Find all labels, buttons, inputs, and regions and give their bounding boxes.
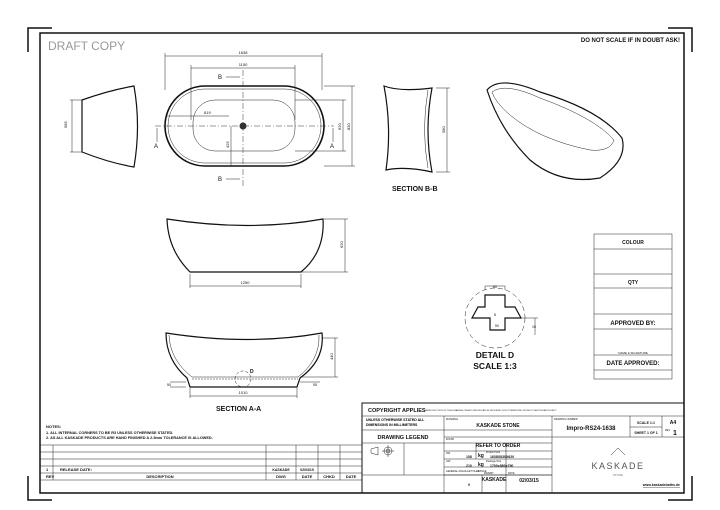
kaskade-logo: KASKADE STONE bbox=[591, 447, 644, 477]
drawing-date: 02/03/15 bbox=[519, 478, 539, 484]
rev-number: 1 bbox=[46, 467, 49, 472]
colour-label: COLOUR bbox=[622, 240, 644, 246]
name-signature-label: NAME & SIGNATURE bbox=[618, 351, 648, 355]
scale-value: SCALE 1:1 bbox=[637, 421, 655, 425]
note-item: 2. AS ALL KASKADE PRODUCTS ARE HAND FINI… bbox=[46, 436, 213, 440]
package-size-label: Package Size bbox=[486, 460, 502, 463]
package-size: 1700x880x790 bbox=[490, 464, 513, 468]
detail-dim-top: 80 bbox=[493, 285, 497, 289]
date-approved-label: DATE APPROVED: bbox=[606, 361, 659, 367]
detail-dim-side: 10 bbox=[532, 325, 536, 329]
header-chkd: CHKD bbox=[323, 474, 335, 479]
approval-panel: COLOUR QTY APPROVED BY: NAME & SIGNATURE… bbox=[593, 233, 673, 380]
waste-outlet bbox=[239, 122, 247, 130]
net-weight: 108 bbox=[466, 455, 472, 459]
detail-d-scale: SCALE 1:3 bbox=[473, 361, 517, 371]
product-size-label: Product Size bbox=[486, 451, 501, 454]
draft-copy-watermark: DRAFT COPY bbox=[48, 39, 125, 53]
copyright-note: REPRODUCTION OF THIS DRAWING OR ANY SPEC… bbox=[425, 409, 557, 412]
section-marker-b-bottom: B bbox=[218, 177, 222, 183]
detail-d-marker: D bbox=[250, 369, 254, 375]
weight-label: NW bbox=[446, 452, 451, 455]
product-size: 1638X830X620 bbox=[490, 455, 514, 459]
side-view: 1250 620 bbox=[166, 218, 348, 288]
detail-d: 80 8 50 10 DETAIL D SCALE 1:3 bbox=[464, 285, 538, 371]
sheet-size: A4 bbox=[670, 420, 677, 426]
finish-value: REFER TO ORDER bbox=[476, 443, 521, 449]
dim-section-aa-base: 1010 bbox=[239, 390, 249, 395]
material-label: MATERIAL bbox=[446, 418, 459, 421]
section-a-a: D 440 1010 50 55 SECTION A-A bbox=[165, 332, 338, 413]
dim-waste-offset: 819 bbox=[204, 110, 211, 115]
drawing-legend-label: DRAWING LEGEND bbox=[377, 435, 428, 441]
section-b-b: 580 SECTION B-B bbox=[383, 85, 450, 193]
decimal-value: 0 bbox=[468, 483, 470, 487]
detail-d-title: DETAIL D bbox=[476, 350, 514, 360]
sheet-corner-marks bbox=[27, 27, 693, 501]
gross-weight: 210 bbox=[466, 464, 472, 468]
isometric-view bbox=[486, 82, 624, 181]
rev-date: 02/03/15 bbox=[300, 468, 314, 472]
section-b-b-label: SECTION B-B bbox=[392, 186, 438, 193]
notes-title: NOTES: bbox=[46, 424, 61, 429]
material-value: KASKADE STONE bbox=[476, 423, 520, 429]
rev-dwg: KASKADE bbox=[272, 468, 290, 472]
dim-inner-width: 620 bbox=[337, 123, 342, 130]
drawing-number: Impro-RS24-1638 bbox=[566, 426, 616, 432]
do-not-scale-warning: DO NOT SCALE IF IN DOUBT ASK! bbox=[581, 38, 680, 44]
drawn-by: KASKADE bbox=[482, 477, 507, 483]
dim-section-aa-depth: 440 bbox=[329, 353, 334, 360]
detail-dim-mid: 8 bbox=[494, 313, 496, 317]
drawn-label: DRAWN bbox=[484, 472, 494, 475]
end-view-height: 585 bbox=[63, 121, 68, 128]
header-date2: DATE bbox=[346, 474, 357, 479]
copyright-label: COPYRIGHT APPLIES bbox=[368, 408, 426, 414]
rev-description: RELEASE DATE: bbox=[60, 467, 92, 472]
qty-label: QTY bbox=[628, 280, 639, 286]
detail-dim-bottom: 50 bbox=[495, 324, 499, 328]
units-note: UNLESS OTHERWISE STATED ALL DIMENSIONS I… bbox=[366, 418, 425, 427]
brand-name: KASKADE bbox=[591, 461, 644, 471]
section-a-a-label: SECTION A-A bbox=[216, 406, 261, 413]
rev-value: 1 bbox=[673, 430, 677, 437]
dim-side-base-length: 1250 bbox=[241, 280, 251, 285]
gross-weight-unit: kg bbox=[478, 462, 484, 468]
dim-waste-from-edge: 425 bbox=[225, 141, 230, 148]
dim-overall-length: 1638 bbox=[239, 50, 249, 55]
dim-plinth-left: 50 bbox=[167, 383, 171, 387]
end-view: 585 bbox=[63, 85, 139, 168]
note-item: 1. ALL INTERNAL CORNERS TO BE R3 UNLESS … bbox=[46, 431, 173, 435]
dim-side-height: 620 bbox=[339, 241, 344, 248]
section-marker-a-left: A bbox=[154, 144, 158, 150]
approved-by-label: APPROVED BY: bbox=[610, 321, 655, 327]
notes: NOTES: 1. ALL INTERNAL CORNERS TO BE R3 … bbox=[46, 424, 213, 440]
header-date: DATE bbox=[302, 474, 313, 479]
dim-overall-width: 830 bbox=[346, 123, 351, 130]
tolerance-value: ± bbox=[478, 469, 480, 473]
dim-section-bb-height: 580 bbox=[441, 126, 446, 133]
header-dwg: DWG bbox=[276, 474, 286, 479]
header-rev: REV bbox=[46, 474, 55, 479]
dim-inner-length: 1150 bbox=[239, 62, 248, 67]
date-label: DATE bbox=[508, 472, 515, 475]
title-block: COPYRIGHT APPLIES REPRODUCTION OF THIS D… bbox=[361, 402, 684, 493]
header-description: DESCRIPTION bbox=[146, 474, 173, 479]
sheet-count: SHEET 1 OF 1 bbox=[634, 431, 657, 435]
drawing-number-label: DRAWING NUMBER bbox=[554, 418, 578, 421]
dim-plinth-right: 55 bbox=[313, 383, 317, 387]
finish-label: FINISH bbox=[446, 438, 454, 441]
projection-symbol-icon bbox=[370, 445, 394, 457]
top-view: 1638 1150 819 425 620 830 B B A A bbox=[154, 50, 355, 186]
section-marker-a-right: A bbox=[330, 144, 334, 150]
brand-sub: STONE bbox=[613, 473, 623, 477]
net-weight-unit: kg bbox=[478, 453, 484, 459]
rev-label: REV bbox=[665, 429, 670, 432]
tolerance-label: GENERAL ANGULAR TOLERANCE bbox=[446, 470, 487, 473]
gross-weight-label: GW bbox=[446, 460, 451, 463]
website-link[interactable]: www.kaskadebaths.de bbox=[642, 483, 680, 487]
section-marker-b-top: B bbox=[218, 75, 222, 81]
revision-table: 1 RELEASE DATE: KASKADE 02/03/15 REV DES… bbox=[40, 444, 362, 481]
